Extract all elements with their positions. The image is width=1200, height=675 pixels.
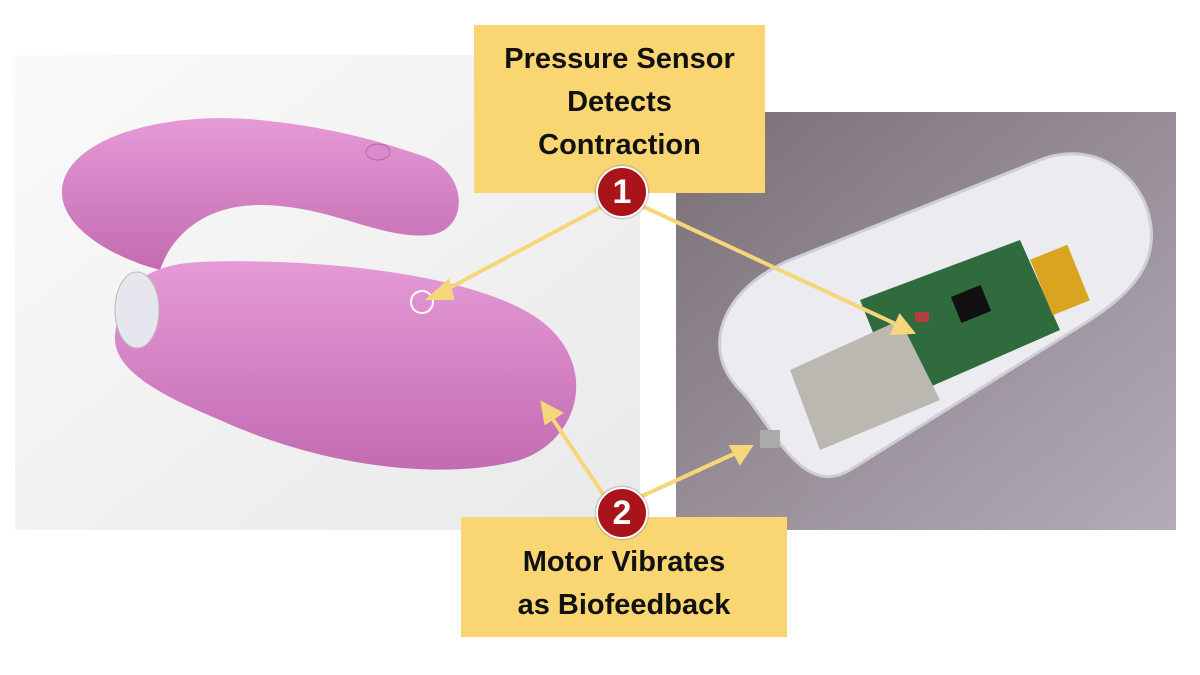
callout-line: as Biofeedback [517, 589, 731, 621]
arrow-to-motor-device [548, 413, 607, 499]
callout-line: Contraction [538, 128, 701, 161]
callout-line: Pressure Sensor [504, 42, 735, 75]
arrow-to-circuit-board [639, 203, 901, 328]
callout-pressure-sensor: Pressure Sensor Detects Contraction [474, 25, 765, 193]
pink-device-photo [61, 118, 577, 470]
circuit-board-photo [718, 152, 1153, 479]
step-badge-1: 1 [596, 166, 648, 218]
arrow-to-motor-circuit [639, 450, 739, 499]
arrows [424, 203, 916, 499]
arrow-to-pressure-sensor [441, 203, 606, 294]
step-badge-2: 2 [596, 487, 648, 539]
callout-line: Motor Vibrates [522, 546, 726, 578]
callout-line: Detects [567, 85, 672, 118]
